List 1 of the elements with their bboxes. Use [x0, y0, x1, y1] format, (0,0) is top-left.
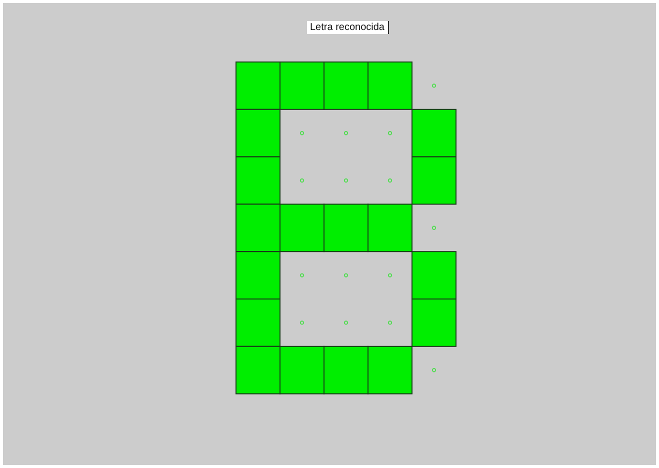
- recognized-letter-label: Letra reconocida: [307, 21, 388, 34]
